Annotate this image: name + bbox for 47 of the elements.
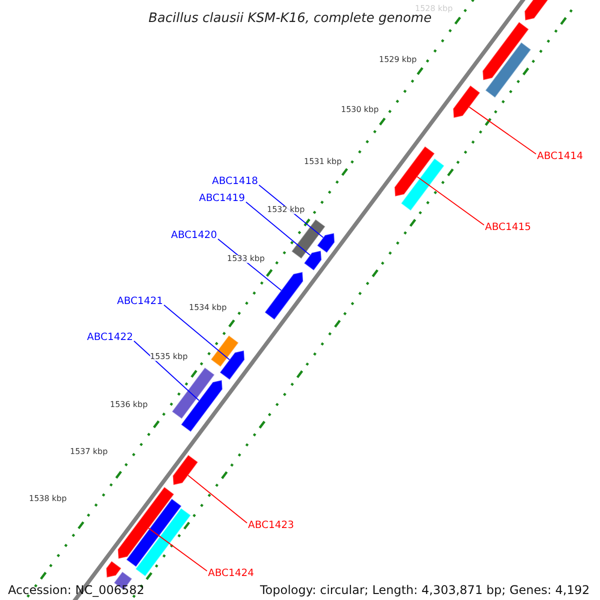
gene-block	[172, 454, 199, 486]
scale-label: 1537 kbp	[70, 448, 108, 456]
gene-bar	[210, 334, 240, 368]
gene-label: ABC1415	[485, 223, 531, 233]
leader-line	[416, 176, 484, 226]
leader-line	[188, 474, 248, 524]
gene-label: ABC1420	[171, 231, 217, 241]
leader-line	[148, 528, 208, 572]
gene-bar	[134, 508, 192, 577]
scale-label: 1533 kbp	[227, 255, 265, 263]
gene-block	[452, 84, 481, 119]
map-title: Bacillus clausii KSM-K16, complete genome	[148, 12, 432, 24]
gene-label: ABC1423	[248, 521, 294, 531]
gene-label: ABC1414	[537, 152, 583, 162]
gene-label: ABC1422	[87, 333, 133, 343]
footer-text: Topology: circular; Length: 4,303,871 bp; Genes: 4,192	[260, 584, 590, 596]
gene-bar	[171, 366, 216, 420]
leader-line	[164, 304, 230, 360]
scale-label: 1534 kbp	[189, 304, 227, 312]
leader-line	[246, 202, 311, 256]
gene-block	[264, 271, 304, 320]
gene-block	[106, 560, 122, 578]
gene-bar	[126, 498, 182, 568]
gene-label: ABC1419	[199, 194, 245, 204]
scale-label: 1530 kbp	[341, 106, 379, 114]
gene-block	[316, 232, 336, 254]
gene-block	[482, 21, 530, 81]
gene-label: ABC1421	[117, 297, 163, 307]
scale-label: 1532 kbp	[267, 206, 305, 214]
scale-label: 1538 kbp	[29, 495, 67, 503]
scale-label: 1535 kbp	[150, 353, 188, 361]
gene-block	[117, 486, 175, 560]
gene-label: ABC1424	[208, 569, 254, 579]
leader-line	[134, 340, 200, 402]
scale-label: 1529 kbp	[379, 56, 417, 64]
gene-block	[219, 350, 246, 380]
gene-block	[180, 379, 223, 432]
footer-text: Accession: NC_006582	[8, 584, 144, 596]
scale-label: 1536 kbp	[110, 401, 148, 409]
scale-label: 1531 kbp	[304, 158, 342, 166]
gene-bar	[400, 158, 445, 212]
gene-bar	[290, 218, 326, 260]
leader-line	[468, 106, 536, 154]
gene-label: ABC1418	[212, 177, 258, 187]
gene-block	[394, 146, 436, 198]
gene-bar	[484, 42, 532, 98]
gene-block	[303, 250, 322, 272]
